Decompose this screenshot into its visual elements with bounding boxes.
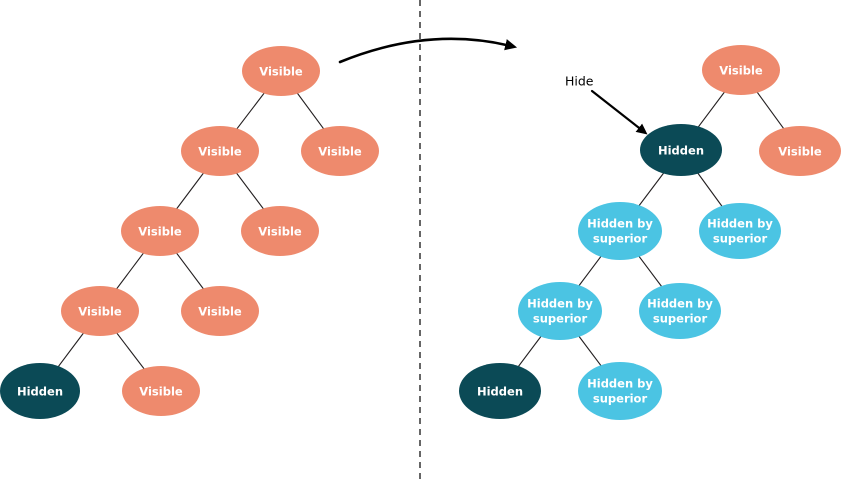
tree-node-visible[interactable]: Visible (759, 126, 841, 176)
tree-node-visible[interactable]: Visible (181, 286, 259, 336)
hide-annotation-arrow (590, 89, 648, 135)
node-ellipse[interactable] (640, 124, 722, 176)
node-ellipse[interactable] (459, 363, 541, 419)
tree-node-hidden[interactable]: Hidden (0, 363, 80, 419)
tree-node-visible[interactable]: Visible (241, 206, 319, 256)
node-ellipse[interactable] (181, 286, 259, 336)
hide-annotation-label: Hide (565, 74, 594, 89)
node-ellipse[interactable] (61, 286, 139, 336)
tree-node-visible[interactable]: Visible (61, 286, 139, 336)
node-ellipse[interactable] (242, 46, 320, 96)
node-ellipse[interactable] (578, 362, 662, 420)
node-ellipse[interactable] (759, 126, 841, 176)
tree-node-visible[interactable]: Visible (121, 206, 199, 256)
tree-node-hidden[interactable]: Hidden (459, 363, 541, 419)
tree-node-visible[interactable]: Visible (122, 366, 200, 416)
node-ellipse[interactable] (121, 206, 199, 256)
node-ellipse[interactable] (122, 366, 200, 416)
tree-node-visible[interactable]: Visible (181, 126, 259, 176)
node-ellipse[interactable] (181, 126, 259, 176)
tree-node-visible[interactable]: Visible (242, 46, 320, 96)
tree-node-visible[interactable]: Visible (301, 126, 379, 176)
tree-node-hidden[interactable]: Hidden (640, 124, 722, 176)
node-ellipse[interactable] (518, 282, 602, 340)
node-ellipse[interactable] (241, 206, 319, 256)
tree-node-visible[interactable]: Visible (702, 45, 780, 95)
node-ellipse[interactable] (699, 203, 781, 259)
node-ellipse[interactable] (702, 45, 780, 95)
transition-arrow (338, 37, 518, 64)
node-ellipse[interactable] (0, 363, 80, 419)
node-ellipse[interactable] (578, 202, 662, 260)
node-ellipse[interactable] (301, 126, 379, 176)
node-ellipse[interactable] (639, 283, 721, 339)
